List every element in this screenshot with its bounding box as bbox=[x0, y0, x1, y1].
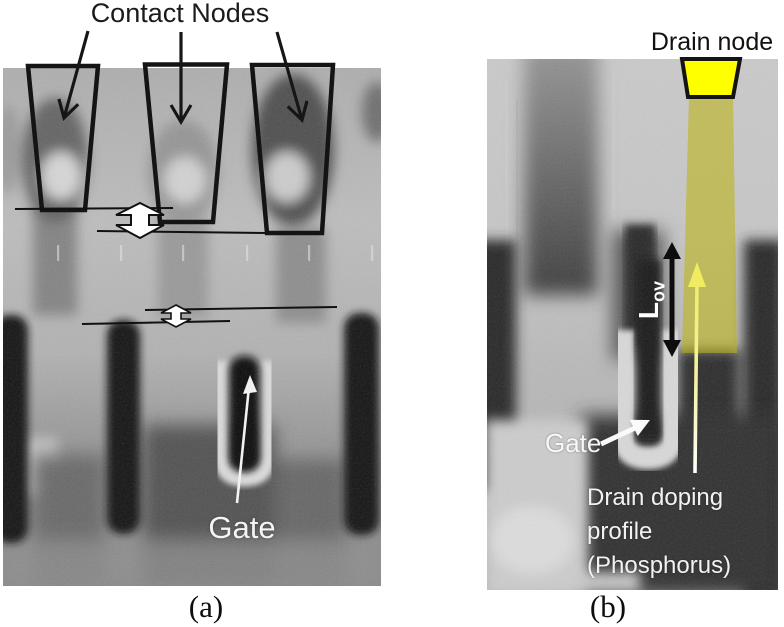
doping-profile-arrow bbox=[688, 262, 706, 474]
contact-node-trapezoids bbox=[25, 62, 336, 236]
gate-label-b: Gate bbox=[545, 428, 602, 458]
contact-nodes-label: Contact Nodes bbox=[90, 0, 270, 28]
doping-label-line-1: Drain doping bbox=[587, 484, 724, 511]
drain-node-label: Drain node bbox=[650, 28, 774, 56]
lov-label: Lov bbox=[632, 255, 669, 345]
panel-a-grain bbox=[3, 68, 381, 586]
panel-a-annotations bbox=[14, 30, 338, 504]
contact-node-outline-2 bbox=[142, 62, 230, 225]
doping-profile-overlay bbox=[682, 97, 737, 353]
lov-dimension-arrow bbox=[663, 242, 681, 357]
contact-node-pointer-arrows bbox=[57, 30, 309, 126]
lov-main: L bbox=[633, 301, 664, 320]
panel-b-annotations bbox=[599, 57, 743, 474]
doping-label-line-3: (Phosphorus) bbox=[587, 552, 732, 579]
pointer-arrow-1 bbox=[57, 30, 90, 122]
lov-subscript: ov bbox=[648, 280, 669, 302]
drain-node-shape bbox=[679, 57, 743, 99]
caption-a: (a) bbox=[188, 589, 224, 624]
step-height-double-arrow-large bbox=[115, 201, 165, 240]
caption-b: (b) bbox=[589, 589, 627, 624]
gate-arrow-a bbox=[235, 375, 257, 504]
contact-node-outline-1 bbox=[25, 63, 101, 213]
step-line-lower-left bbox=[81, 320, 231, 325]
doping-label-line-2: profile bbox=[587, 518, 653, 545]
gate-arrow-b bbox=[599, 419, 650, 447]
panel-a-micrograph bbox=[3, 68, 381, 586]
contact-node-outline-3 bbox=[249, 62, 336, 236]
step-height-double-arrow-small bbox=[160, 304, 192, 328]
pointer-arrow-3 bbox=[275, 31, 309, 124]
gate-label-a: Gate bbox=[208, 510, 276, 545]
step-line-upper-right bbox=[96, 230, 267, 234]
doping-profile-label: Drain doping profile (Phosphorus) bbox=[587, 481, 731, 583]
